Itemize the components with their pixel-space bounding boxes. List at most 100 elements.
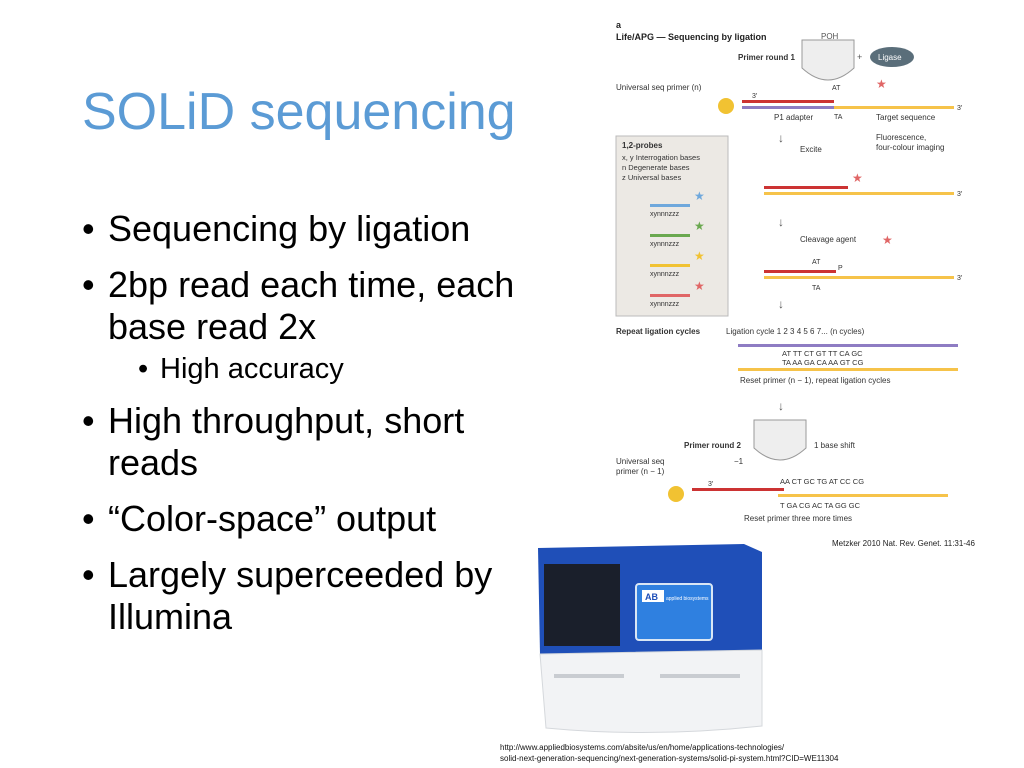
primer-round-2-label: Primer round 2 bbox=[684, 441, 741, 450]
source-url[interactable]: http://www.appliedbiosystems.com/absite/… bbox=[500, 742, 838, 764]
target-strand bbox=[764, 276, 954, 279]
star-icon: ★ bbox=[694, 219, 705, 233]
star-icon: ★ bbox=[876, 77, 887, 91]
one-base-shift-label: 1 base shift bbox=[814, 441, 856, 450]
ligase-enzyme-shape bbox=[801, 39, 855, 81]
sub-bullet-item: •High accuracy bbox=[138, 352, 522, 386]
three-prime-label: 3′ bbox=[957, 275, 963, 282]
fluorescence-label: Fluorescence, bbox=[876, 133, 926, 142]
sub-bullet-text: High accuracy bbox=[160, 353, 344, 385]
plus-sign: + bbox=[857, 52, 862, 62]
target-strand bbox=[778, 494, 948, 497]
target-sequence-label: Target sequence bbox=[876, 113, 936, 122]
instrument-drawing: AB applied biosystems bbox=[538, 544, 763, 734]
bullet-glyph: • bbox=[82, 554, 95, 595]
minus-one-label: −1 bbox=[734, 457, 744, 466]
bullet-item: • 2bp read each time, each base read 2x bbox=[82, 264, 522, 348]
source-url-line[interactable]: solid-next-generation-sequencing/next-ge… bbox=[500, 754, 839, 763]
cycle-row-bottom: TA AA GA CA AA GT CG bbox=[782, 358, 864, 367]
bullet-item: • High throughput, short reads bbox=[82, 400, 522, 484]
three-prime-label: 3′ bbox=[957, 191, 963, 198]
ta-label: TA bbox=[812, 285, 821, 292]
p-mark: P bbox=[838, 265, 843, 272]
probes-legend-line: z Universal bases bbox=[622, 173, 681, 182]
bullet-glyph: • bbox=[82, 400, 95, 441]
target-strand bbox=[834, 106, 954, 109]
primer-strand bbox=[738, 344, 958, 347]
probes-legend-line: n Degenerate bases bbox=[622, 163, 690, 172]
brand-text: applied biosystems bbox=[666, 596, 709, 602]
bullet-glyph: • bbox=[82, 264, 95, 305]
star-icon: ★ bbox=[882, 233, 893, 247]
down-arrow-icon: ↓ bbox=[778, 215, 784, 229]
drawer-line bbox=[660, 674, 740, 678]
round2-row-top: AA CT GC TG AT CC CG bbox=[780, 477, 864, 486]
cycle-row-top: AT TT CT GT TT CA GC bbox=[782, 349, 863, 358]
ligase-label: Ligase bbox=[878, 53, 902, 62]
drawer-line bbox=[554, 674, 624, 678]
bullet-item: • Sequencing by ligation bbox=[82, 208, 522, 250]
at-label: AT bbox=[812, 259, 821, 266]
probes-title: 1,2-probes bbox=[622, 141, 663, 150]
star-icon: ★ bbox=[852, 171, 863, 185]
citation: Metzker 2010 Nat. Rev. Genet. 11:31-46 bbox=[832, 539, 975, 548]
bullet-glyph: • bbox=[82, 208, 95, 249]
bullet-text: Largely superceeded by Illumina bbox=[108, 554, 493, 637]
probe-bar-green bbox=[650, 234, 690, 237]
primer-strand bbox=[692, 488, 784, 491]
bullet-item: • “Color-space” output bbox=[82, 498, 522, 540]
probes-box bbox=[615, 135, 729, 317]
source-url-line[interactable]: http://www.appliedbiosystems.com/absite/… bbox=[500, 743, 785, 752]
ligation-cycle-label: Ligation cycle 1 2 3 4 5 6 7... (n cycle… bbox=[726, 327, 865, 336]
down-arrow-icon: ↓ bbox=[778, 399, 784, 413]
slide-title: SOLiD sequencing bbox=[82, 83, 516, 141]
star-icon: ★ bbox=[694, 189, 705, 203]
bullet-glyph: • bbox=[82, 498, 95, 539]
bullet-list: • Sequencing by ligation • 2bp read each t… bbox=[82, 208, 522, 652]
primer-strand bbox=[764, 186, 848, 189]
three-prime-label: 3′ bbox=[957, 105, 963, 112]
three-prime-label: 3′ bbox=[752, 93, 758, 100]
target-strand bbox=[738, 368, 958, 371]
three-prime-label: 3′ bbox=[708, 481, 714, 488]
instrument-base bbox=[539, 649, 763, 734]
panel-letter: a bbox=[616, 20, 622, 30]
probe-seq: xynnnzzz bbox=[650, 211, 680, 218]
p1-adapter-label: P1 adapter bbox=[774, 113, 813, 122]
ligase-enzyme-shape bbox=[753, 419, 807, 461]
universal-seq-label: Universal seq bbox=[616, 457, 664, 466]
target-strand bbox=[764, 192, 954, 195]
star-icon: ★ bbox=[694, 279, 705, 293]
ligase-blob bbox=[870, 47, 914, 67]
primer-strand bbox=[764, 270, 836, 273]
ligation-figure: a Life/APG — Sequencing by ligation Prim… bbox=[614, 18, 974, 528]
figure-header: Life/APG — Sequencing by ligation bbox=[616, 32, 767, 42]
four-colour-label: four-colour imaging bbox=[876, 143, 944, 152]
ta-label: TA bbox=[834, 114, 843, 121]
round2-row-bottom: T GA CG AC TA GG GC bbox=[780, 501, 861, 510]
reset-primer-label: Reset primer (n − 1), repeat ligation cy… bbox=[740, 376, 891, 385]
poh-label: POH bbox=[821, 32, 839, 41]
cleavage-agent-label: Cleavage agent bbox=[800, 235, 857, 244]
ligation-diagram: a Life/APG — Sequencing by ligation Prim… bbox=[615, 20, 963, 523]
probe-seq: xynnnzzz bbox=[650, 241, 680, 248]
bead-icon bbox=[668, 486, 684, 502]
bullet-text: 2bp read each time, each base read 2x bbox=[108, 264, 515, 347]
star-icon: ★ bbox=[694, 249, 705, 263]
probe-seq: xynnnzzz bbox=[650, 301, 680, 308]
probe-bar-blue bbox=[650, 204, 690, 207]
probe-bar-yellow bbox=[650, 264, 690, 267]
bullet-text: High throughput, short reads bbox=[108, 400, 465, 483]
solid-instrument-image: AB applied biosystems bbox=[530, 538, 770, 738]
probes-legend-line: x, y Interrogation bases bbox=[622, 153, 700, 162]
bullet-text: “Color-space” output bbox=[108, 498, 437, 539]
brand-badge: AB bbox=[645, 592, 658, 602]
bead-icon bbox=[718, 98, 734, 114]
probe-seq: xynnnzzz bbox=[650, 271, 680, 278]
universal-primer-label: Universal seq primer (n) bbox=[616, 83, 702, 92]
down-arrow-icon: ↓ bbox=[778, 297, 784, 311]
primer-round-1-label: Primer round 1 bbox=[738, 53, 795, 62]
bullet-item: • Largely superceeded by Illumina bbox=[82, 554, 522, 638]
bullet-text: Sequencing by ligation bbox=[108, 208, 471, 249]
